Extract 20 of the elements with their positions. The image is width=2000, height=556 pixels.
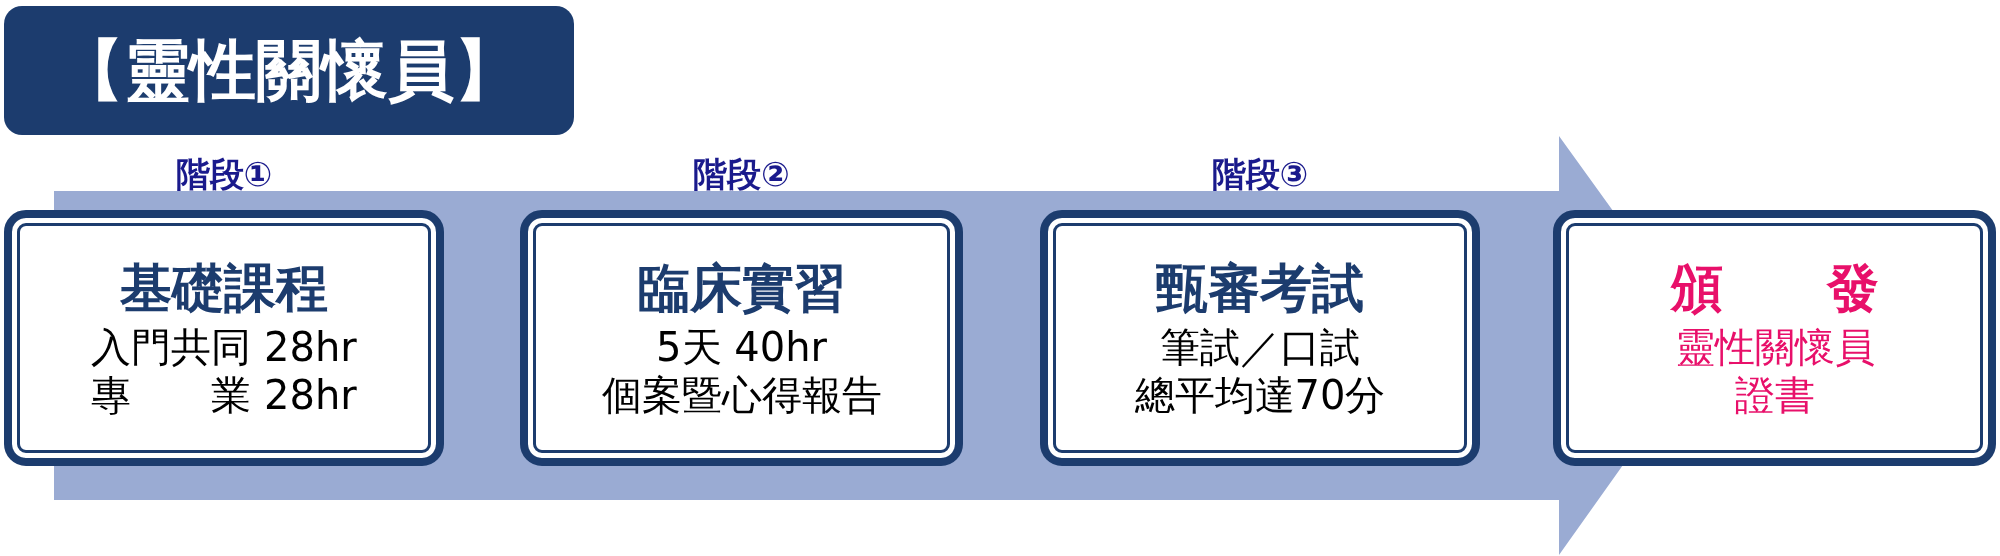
step-heading: 頒 發 <box>1670 256 1879 320</box>
stage-label: 階段② <box>693 153 790 196</box>
step-detail: 個案暨心得報告 <box>601 371 882 420</box>
step-detail: 入門共同 28hr <box>91 323 357 372</box>
step-heading: 臨床實習 <box>637 256 846 320</box>
step-detail: 專 業 28hr <box>91 371 357 420</box>
step-detail: 總平均達70分 <box>1134 371 1386 420</box>
stage-label: 階段① <box>175 153 273 196</box>
step-heading: 甄審考試 <box>1156 256 1364 320</box>
step-box <box>1040 210 1480 466</box>
step-detail: 筆試／口試 <box>1160 323 1360 372</box>
step-heading: 基礎課程 <box>120 256 328 320</box>
step-detail: 證書 <box>1734 371 1815 420</box>
title-banner: 【靈性關懷員】 <box>4 6 574 135</box>
step-box <box>4 210 444 466</box>
step-detail: 靈性關懷員 <box>1674 323 1875 372</box>
stage-label: 階段③ <box>1211 153 1309 196</box>
step-box <box>520 210 963 466</box>
step-box <box>1553 210 1996 466</box>
step-detail: 5天 40hr <box>656 323 827 372</box>
